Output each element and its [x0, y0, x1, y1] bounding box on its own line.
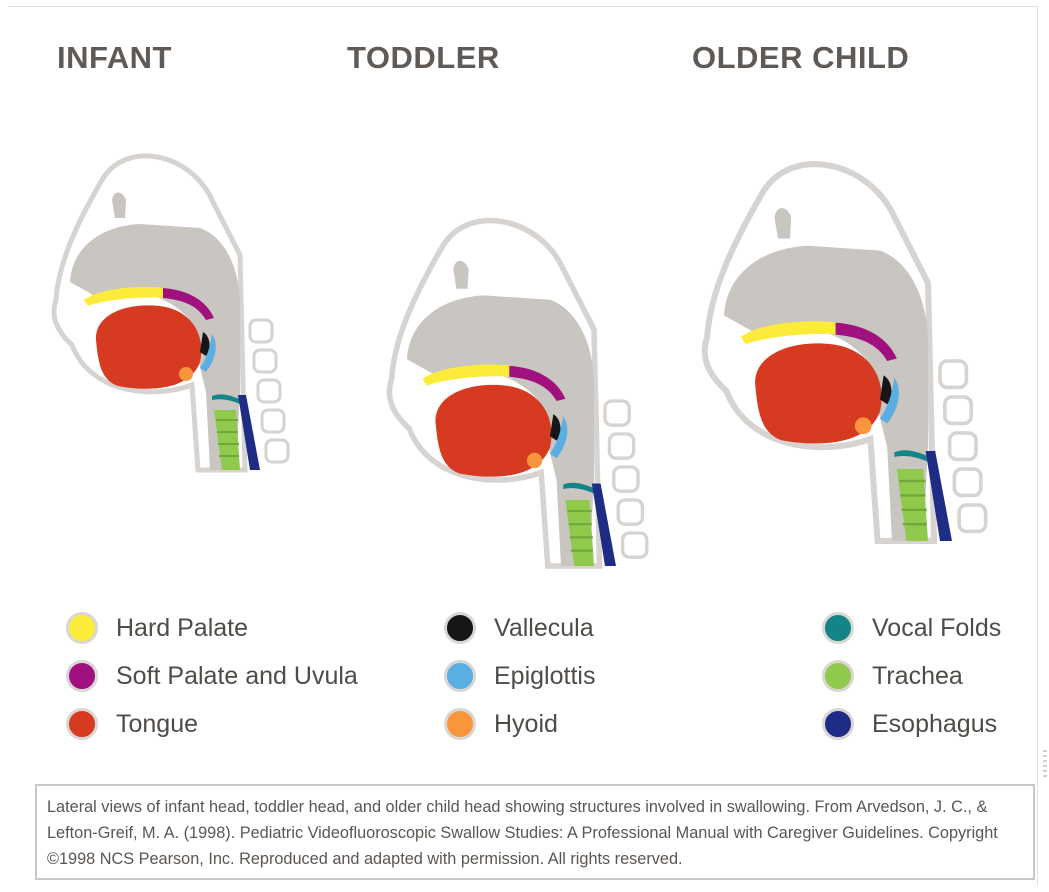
epiglottis-swatch [444, 660, 476, 692]
legend-item-trachea: Trachea [822, 656, 963, 696]
legend-label: Soft Palate and Uvula [116, 662, 358, 691]
anatomy-diagram [0, 0, 1049, 600]
legend-label: Trachea [872, 662, 963, 691]
soft-palate-swatch [66, 660, 98, 692]
legend-label: Vallecula [494, 614, 594, 643]
legend-item-soft-palate: Soft Palate and Uvula [66, 656, 358, 696]
legend-item-esophagus: Esophagus [822, 704, 997, 744]
legend-item-vocal-folds: Vocal Folds [822, 608, 1001, 648]
vallecula-swatch [444, 612, 476, 644]
legend-label: Epiglottis [494, 662, 595, 691]
toddler-head [389, 221, 646, 566]
legend-label: Esophagus [872, 710, 997, 739]
older-child-head [705, 164, 986, 541]
infant-head [54, 156, 288, 470]
legend-label: Hyoid [494, 710, 558, 739]
tongue-swatch [66, 708, 98, 740]
legend-label: Hard Palate [116, 614, 248, 643]
hyoid-swatch [444, 708, 476, 740]
hard-palate-swatch [66, 612, 98, 644]
legend-item-hard-palate: Hard Palate [66, 608, 248, 648]
legend-item-tongue: Tongue [66, 704, 198, 744]
legend-item-vallecula: Vallecula [444, 608, 594, 648]
legend-item-epiglottis: Epiglottis [444, 656, 595, 696]
vocal-folds-swatch [822, 612, 854, 644]
trachea-swatch [822, 660, 854, 692]
esophagus-swatch [822, 708, 854, 740]
legend-label: Vocal Folds [872, 614, 1001, 643]
figure-caption: Lateral views of infant head, toddler he… [35, 784, 1035, 880]
legend-label: Tongue [116, 710, 198, 739]
legend-item-hyoid: Hyoid [444, 704, 558, 744]
side-tick-marks [1043, 750, 1047, 778]
